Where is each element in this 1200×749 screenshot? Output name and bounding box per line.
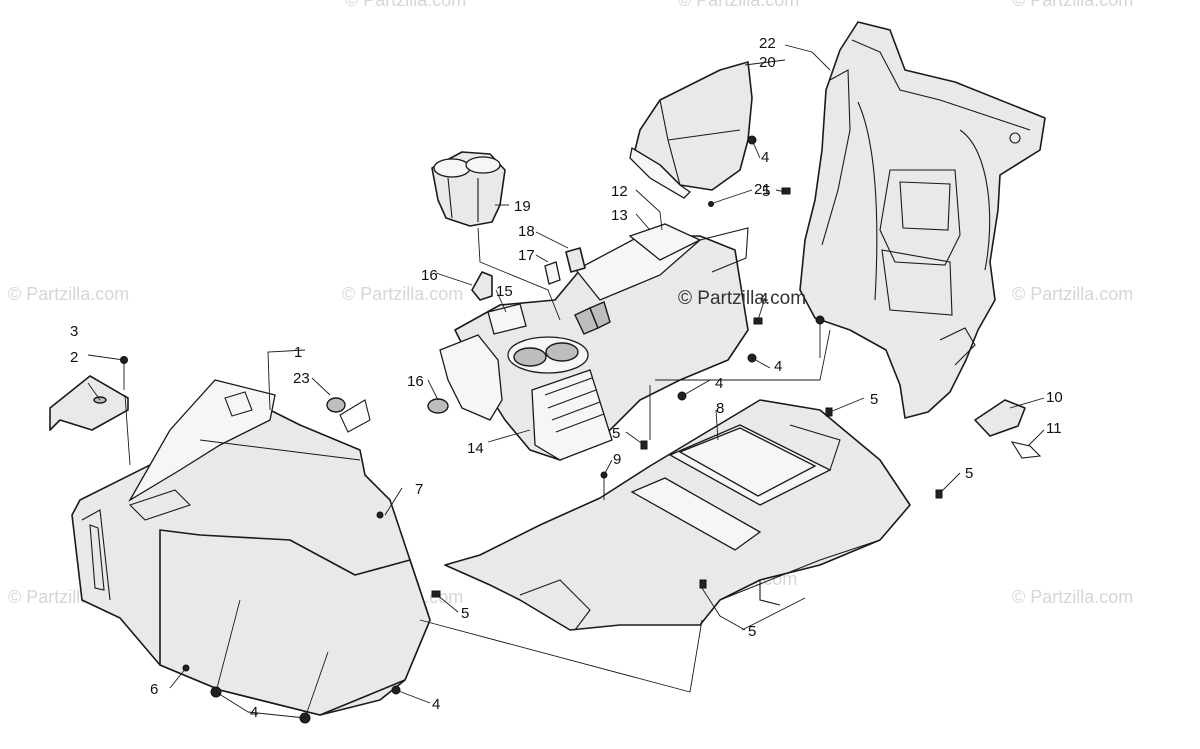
grommet-23 xyxy=(326,397,346,413)
console-top-cover xyxy=(629,61,753,199)
watermark-right-top: © Partzilla.com xyxy=(1012,284,1133,304)
callout-5f: 5 xyxy=(748,623,756,640)
callout-15: 15 xyxy=(496,283,513,300)
callout-20: 20 xyxy=(759,54,776,71)
callout-7: 7 xyxy=(415,481,423,498)
rear-bulkhead-panel xyxy=(799,21,1046,419)
callout-9: 9 xyxy=(613,451,621,468)
callout-5a: 5 xyxy=(762,183,770,200)
callout-12: 12 xyxy=(611,183,628,200)
callout-5c: 5 xyxy=(612,425,620,442)
callout-23: 23 xyxy=(293,370,310,387)
clip-5d xyxy=(825,407,833,417)
watermark-right-bottom: © Partzilla.com xyxy=(1012,587,1133,607)
power-outlet-16 xyxy=(471,271,493,301)
leader-lines xyxy=(87,44,1045,719)
cup-holder xyxy=(431,151,506,227)
callout-18: 18 xyxy=(518,223,535,240)
callout-19: 19 xyxy=(514,198,531,215)
callout-8: 8 xyxy=(716,400,724,417)
callout-4c: 4 xyxy=(715,375,723,392)
callout-16b: 16 xyxy=(407,373,424,390)
grommet-23-seat xyxy=(339,399,371,433)
floor-tray xyxy=(444,399,911,631)
clip-7 xyxy=(376,511,384,519)
callout-labels: 1 2 3 4 4 4 4 4 4 5 5 5 5 5 5 6 7 8 9 10… xyxy=(70,35,1063,721)
watermark-left-top: © Partzilla.com xyxy=(8,284,129,304)
callout-5e: 5 xyxy=(461,605,469,622)
callout-16a: 16 xyxy=(421,267,438,284)
callout-4f: 4 xyxy=(760,290,768,307)
switch-17 xyxy=(544,261,561,285)
callout-2: 2 xyxy=(70,349,78,366)
callout-4d: 4 xyxy=(774,358,782,375)
callout-5b: 5 xyxy=(870,391,878,408)
callout-5d: 5 xyxy=(965,465,973,482)
watermark-center-top: © Partzilla.com xyxy=(342,284,463,304)
decal-15 xyxy=(487,303,527,335)
plug-16 xyxy=(427,398,449,414)
callout-13: 13 xyxy=(611,207,628,224)
front-dash-housing xyxy=(71,379,431,716)
center-console xyxy=(439,223,749,461)
switch-18 xyxy=(565,247,586,273)
mounting-bracket xyxy=(49,375,129,431)
callout-14: 14 xyxy=(467,440,484,457)
callout-6: 6 xyxy=(150,681,158,698)
watermark-top-2: © Partzilla.com xyxy=(678,0,799,10)
callout-1: 1 xyxy=(294,344,302,361)
clip-5g xyxy=(699,579,707,589)
watermark-top-1: © Partzilla.com xyxy=(345,0,466,10)
watermark-center: © Partzilla.com xyxy=(678,288,806,309)
callout-3: 3 xyxy=(70,323,78,340)
callout-4e: 4 xyxy=(761,149,769,166)
clip-5e xyxy=(935,489,943,499)
callout-11: 11 xyxy=(1046,420,1062,437)
watermark-layer: © Partzilla.com © Partzilla.com © Partzi… xyxy=(8,0,1133,607)
callout-10: 10 xyxy=(1046,389,1063,406)
clip-5b xyxy=(753,317,763,325)
watermark-top-3: © Partzilla.com xyxy=(1012,0,1133,10)
callout-4b: 4 xyxy=(432,696,440,713)
callout-4a: 4 xyxy=(250,704,258,721)
callout-22: 22 xyxy=(759,35,776,52)
callout-17: 17 xyxy=(518,247,535,264)
callout-21: 21 xyxy=(754,181,771,198)
clip-plate xyxy=(974,399,1042,459)
